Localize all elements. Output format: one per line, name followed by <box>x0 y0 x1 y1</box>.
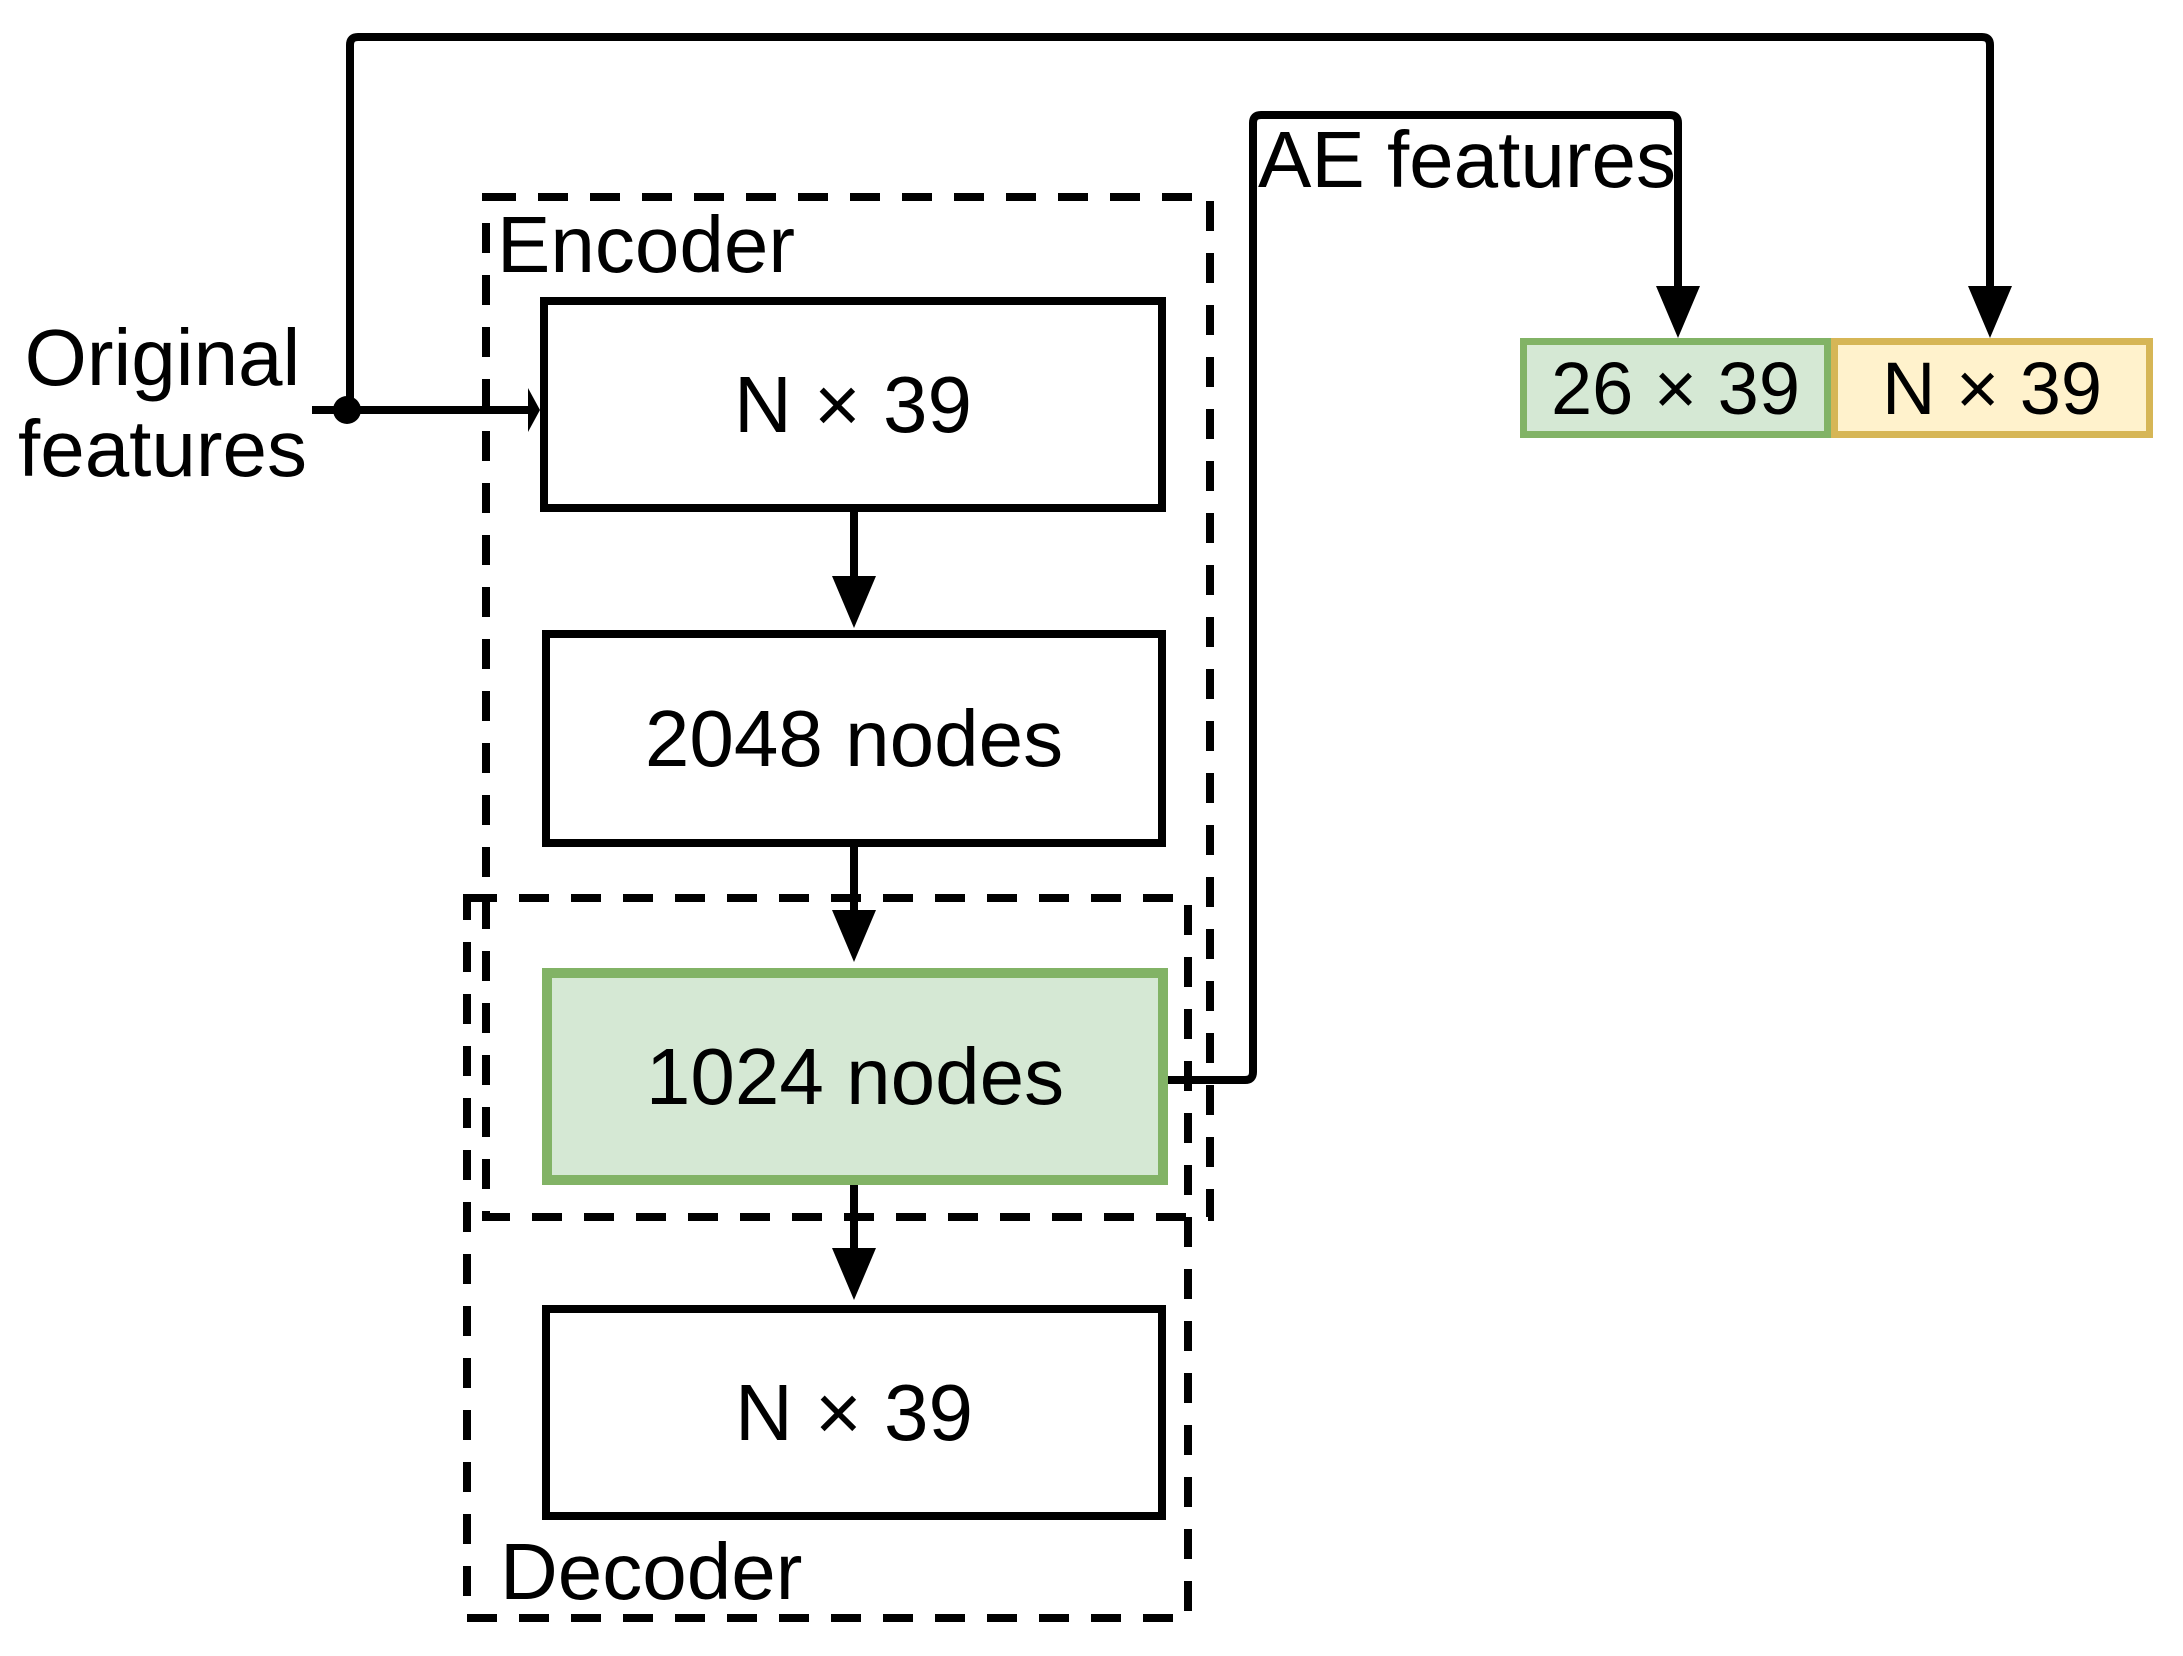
encoder-input-layer-text: N × 39 <box>734 359 972 449</box>
bottleneck-layer-text: 1024 nodes <box>645 1031 1065 1121</box>
encoder-hidden-layer-2048: 2048 nodes <box>542 630 1166 847</box>
encoder-hidden-layer-text: 2048 nodes <box>644 693 1064 783</box>
decoder-output-layer: N × 39 <box>542 1305 1166 1520</box>
encoder-input-layer: N × 39 <box>540 297 1166 512</box>
arrowhead-into-1024 <box>832 910 876 962</box>
wire-ae-features <box>1168 111 1682 1084</box>
arrowhead-into-green-box <box>1656 286 1700 338</box>
decoder-output-layer-text: N × 39 <box>735 1367 973 1457</box>
decoder-label: Decoder <box>500 1527 803 1616</box>
arrowhead-into-decoder-output <box>832 1248 876 1300</box>
ae-features-label: AE features <box>1258 115 1677 204</box>
ae-features-output-box: 26 × 39 <box>1520 338 1831 438</box>
encoder-boundary <box>482 193 1214 1221</box>
ae-features-output-text: 26 × 39 <box>1551 346 1800 430</box>
original-features-output-text: N × 39 <box>1881 346 2103 430</box>
original-features-label: Original features <box>17 313 308 494</box>
wire-original-bypass <box>346 33 1994 410</box>
arrowhead-into-encoder <box>528 388 540 432</box>
junction-dot <box>333 396 361 424</box>
arrowhead-into-yellow-box <box>1968 286 2012 338</box>
decoder-boundary <box>463 894 1192 1622</box>
original-features-output-box: N × 39 <box>1831 338 2153 438</box>
arrowhead-into-2048 <box>832 576 876 628</box>
encoder-label: Encoder <box>497 200 795 289</box>
bottleneck-layer-1024: 1024 nodes <box>542 968 1168 1185</box>
